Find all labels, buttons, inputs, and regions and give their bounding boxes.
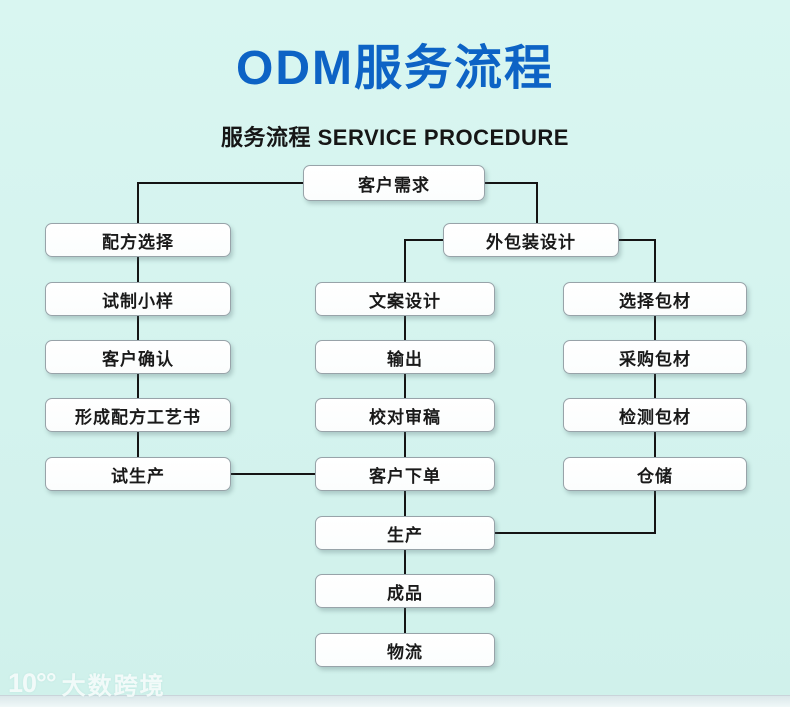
node-warehousing: 仓储 [563, 457, 747, 491]
node-copy-design: 文案设计 [315, 282, 495, 316]
page-subtitle: 服务流程 SERVICE PROCEDURE [221, 125, 569, 150]
watermark-logo-icon: 10°° [8, 668, 57, 698]
watermark-text: 大数跨境 [61, 673, 166, 700]
watermark: 10°° 大数跨境 [8, 666, 166, 701]
node-packaging-design: 外包装设计 [443, 223, 619, 257]
node-purchase-packaging: 采购包材 [563, 340, 747, 374]
bottom-strip [0, 695, 790, 707]
node-logistics: 物流 [315, 633, 495, 667]
node-trial-production: 试生产 [45, 457, 231, 491]
node-formula-selection: 配方选择 [45, 223, 231, 257]
node-output: 输出 [315, 340, 495, 374]
node-customer-confirmation: 客户确认 [45, 340, 231, 374]
node-customer-requirements: 客户需求 [303, 165, 485, 201]
node-test-packaging: 检测包材 [563, 398, 747, 432]
node-proofreading: 校对审稿 [315, 398, 495, 432]
node-customer-order: 客户下单 [315, 457, 495, 491]
page-title: ODM服务流程 [236, 42, 554, 95]
node-select-packaging: 选择包材 [563, 282, 747, 316]
node-trial-sample: 试制小样 [45, 282, 231, 316]
node-formula-process-book: 形成配方工艺书 [45, 398, 231, 432]
node-finished-product: 成品 [315, 574, 495, 608]
node-production: 生产 [315, 516, 495, 550]
